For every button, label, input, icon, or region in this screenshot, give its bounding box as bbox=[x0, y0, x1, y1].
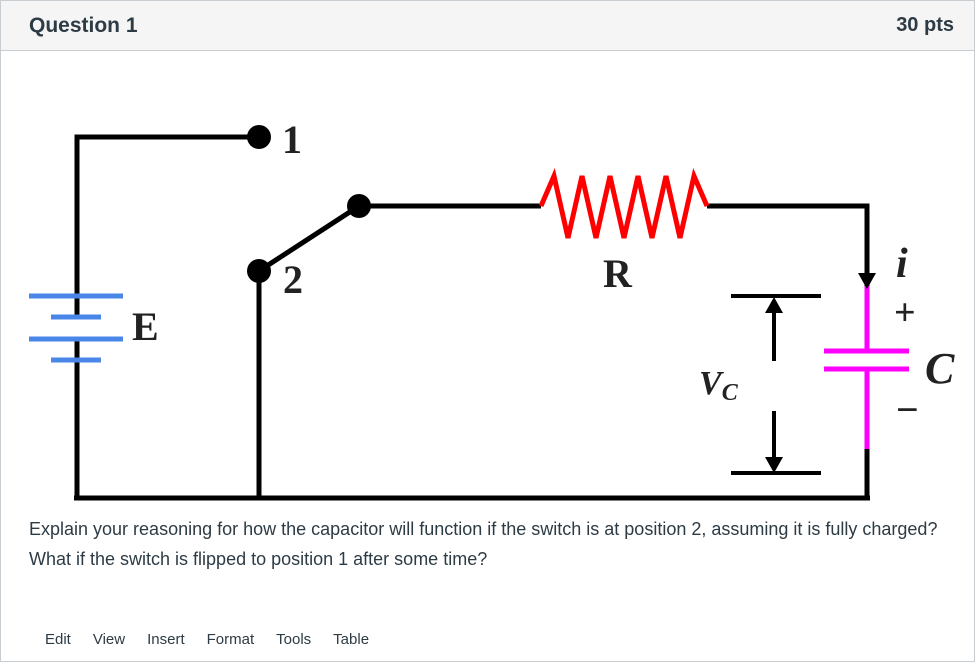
menu-insert[interactable]: Insert bbox=[147, 631, 185, 648]
switch-label-2: 2 bbox=[283, 257, 303, 302]
switch-contact-1 bbox=[247, 125, 271, 149]
question-title: Question 1 bbox=[29, 13, 138, 37]
capacitor bbox=[824, 286, 909, 449]
question-text: Explain your reasoning for how the capac… bbox=[29, 519, 938, 569]
switch-pivot bbox=[347, 194, 371, 218]
plus-label: + bbox=[894, 292, 916, 334]
menu-edit[interactable]: Edit bbox=[45, 631, 71, 648]
voltage-arrow-up-icon bbox=[765, 297, 783, 313]
voltage-label-sub: C bbox=[722, 380, 739, 406]
editor-menubar: Edit View Insert Format Tools Table bbox=[45, 631, 369, 648]
switch-contact-2 bbox=[247, 259, 271, 283]
question-header: Question 1 30 pts bbox=[1, 1, 974, 51]
switch-arm bbox=[257, 203, 361, 274]
switch-label-1: 1 bbox=[282, 117, 302, 162]
current-arrow-icon bbox=[858, 273, 876, 289]
menu-tools[interactable]: Tools bbox=[276, 631, 312, 648]
voltage-label-main: V bbox=[699, 365, 724, 402]
wire-resistor-to-capacitor bbox=[707, 203, 870, 286]
voltage-label: VC bbox=[699, 365, 739, 406]
resistor bbox=[538, 167, 710, 239]
capacitor-label: C bbox=[925, 344, 955, 393]
wires bbox=[74, 134, 870, 501]
battery bbox=[29, 293, 123, 363]
voltage-measurement bbox=[731, 294, 821, 475]
menu-table[interactable]: Table bbox=[333, 631, 370, 648]
resistor-label: R bbox=[603, 251, 633, 296]
battery-label: E bbox=[132, 304, 159, 349]
menu-view[interactable]: View bbox=[92, 631, 126, 648]
question-points: 30 pts bbox=[896, 14, 954, 36]
wire-top-left bbox=[74, 134, 259, 316]
current-label: i bbox=[896, 241, 908, 287]
voltage-arrow-down-icon bbox=[765, 457, 783, 473]
rc-circuit-diagram: 1 2 E R i + C − VC bbox=[29, 117, 955, 501]
minus-label: − bbox=[896, 387, 919, 432]
menu-format[interactable]: Format bbox=[206, 631, 255, 648]
